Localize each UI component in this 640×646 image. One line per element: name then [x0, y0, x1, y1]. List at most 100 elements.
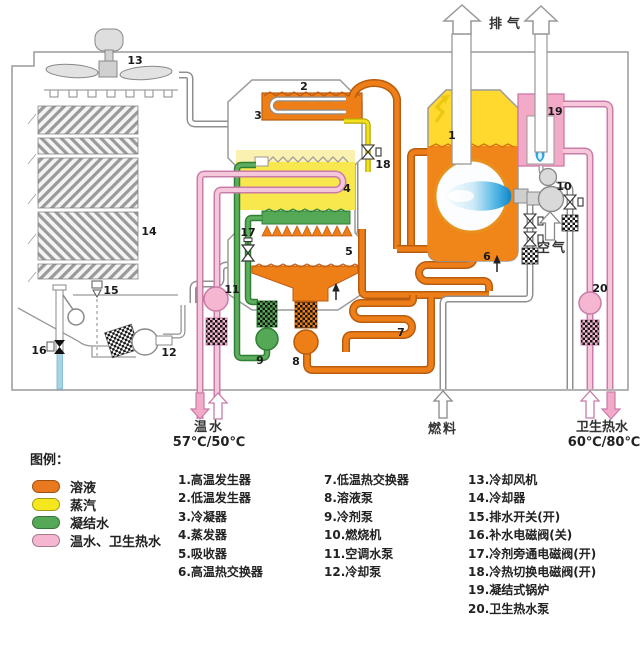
legend-swatch-solution	[32, 480, 60, 493]
high-temp-generator	[427, 89, 529, 262]
list-item: 9.冷剂泵	[324, 509, 373, 524]
flow-direction-arrows	[332, 254, 501, 300]
tower-vessel	[227, 79, 363, 311]
component-list-col3: 13.冷却风机 14.冷却器 15.排水开关(开) 16.补水电磁阀(关) 17…	[468, 471, 596, 618]
component-label-6: 6	[483, 250, 491, 263]
machine-enclosure-outline	[11, 51, 629, 391]
component-label-11: 11	[224, 283, 239, 296]
low-temp-generator	[261, 91, 363, 121]
spray-nozzle	[254, 156, 269, 167]
changeover-valve	[360, 144, 382, 160]
legend-swatch-steam	[32, 498, 60, 511]
fan-blade-right	[119, 65, 173, 81]
list-item: 2.低温发生器	[178, 491, 251, 506]
component-label-10: 10	[556, 180, 572, 193]
refrigerant-bypass-valve	[240, 237, 256, 262]
refrigerant-pump	[255, 327, 279, 351]
component-list-col2: 7.低温热交换器 8.溶液泵 9.冷剂泵 10.燃烧机 11.空调水泵 12.冷…	[324, 471, 409, 581]
exhaust-stack-main	[451, 33, 472, 165]
list-item: 19.凝结式锅炉	[468, 583, 550, 598]
list-item: 11.空调水泵	[324, 546, 394, 561]
solution-pump	[293, 329, 319, 355]
legend-label-water: 温水、卫生热水	[70, 535, 162, 550]
list-item: 20.卫生热水泵	[468, 601, 550, 616]
fan-blade-left	[45, 63, 99, 79]
hot-water-pump	[578, 291, 602, 346]
solution-strainer	[294, 301, 318, 329]
float-valve	[46, 284, 85, 390]
gas-filter	[561, 214, 579, 232]
cooling-fan	[45, 28, 173, 81]
evaporator	[236, 150, 355, 210]
absorber	[251, 225, 362, 302]
hot-water-in-arrow	[600, 391, 622, 420]
component-label-20: 20	[592, 282, 608, 295]
spray-header	[44, 89, 178, 98]
makeup-solenoid-valve	[46, 340, 65, 354]
chilled-water-pump	[203, 286, 229, 346]
legend-label-condensate: 凝结水	[70, 517, 110, 532]
component-label-19: 19	[547, 105, 562, 118]
exhaust-arrow-main	[442, 3, 482, 35]
hot-water-out-arrow	[579, 390, 601, 419]
water-basin	[17, 294, 178, 358]
boiler-drain-pump	[538, 166, 558, 187]
fuel-label: 燃料	[428, 421, 458, 437]
component-label-13: 13	[127, 54, 142, 67]
list-item: 6.高温热交换器	[178, 565, 263, 580]
component-label-18: 18	[375, 158, 390, 171]
refrigerant-circuit	[237, 165, 279, 358]
list-item: 16.补水电磁阀(关)	[468, 528, 573, 543]
legend-title: 图例：	[30, 453, 70, 468]
list-item: 8.溶液泵	[324, 491, 373, 506]
air-arrow	[538, 211, 562, 241]
fuel-arrow	[432, 390, 454, 419]
refrigerant-strainer	[256, 300, 278, 328]
warm-water-out-arrow	[189, 392, 211, 420]
component-label-12: 12	[161, 346, 176, 359]
fuel-filter	[521, 247, 539, 265]
list-item: 13.冷却风机	[468, 473, 538, 487]
legend-swatch-condensate	[32, 516, 60, 529]
list-item: 18.冷热切换电磁阀(开)	[468, 565, 597, 580]
list-item: 3.冷凝器	[178, 509, 227, 524]
component-label-14: 14	[141, 225, 157, 238]
component-label-5: 5	[345, 245, 353, 258]
warm-water-in-arrow	[207, 392, 229, 420]
legend-swatch-water	[32, 534, 60, 547]
list-item: 1.高温发生器	[178, 473, 251, 487]
low-temp-heat-exchanger	[346, 295, 413, 352]
component-label-4: 4	[343, 182, 351, 195]
burner-flame	[443, 181, 512, 211]
basin-strainer	[104, 323, 140, 359]
component-label-15: 15	[103, 284, 118, 297]
gas-valve	[562, 194, 584, 210]
legend-label-solution: 溶液	[70, 481, 97, 496]
cooling-pump	[131, 305, 183, 356]
component-label-7: 7	[397, 326, 405, 339]
sanitary-hot-water-label: 卫生热水	[576, 419, 629, 435]
list-item: 7.低温热交换器	[324, 473, 409, 487]
list-item: 4.蒸发器	[178, 528, 227, 543]
fresh-water-pipe	[56, 352, 63, 390]
sanitary-hot-water-temp: 60℃/80℃	[568, 435, 640, 450]
burner-unit	[526, 185, 565, 213]
list-item: 10.燃烧机	[324, 528, 382, 543]
component-label-3: 3	[254, 109, 262, 122]
component-label-16: 16	[31, 344, 47, 357]
component-label-9: 9	[256, 354, 264, 367]
exhaust-stack-boiler	[534, 33, 548, 153]
exhaust-arrow-boiler	[523, 4, 559, 35]
component-label-8: 8	[292, 355, 300, 368]
condensate-band	[261, 208, 351, 225]
air-label: 空气	[537, 240, 567, 256]
list-item: 5.吸收器	[178, 546, 227, 561]
warm-water-temp: 57℃/50℃	[173, 435, 245, 450]
component-list-col1: 1.高温发生器 2.低温发生器 3.冷凝器 4.蒸发器 5.吸收器 6.高温热交…	[178, 471, 263, 581]
exhaust-label: 排气	[489, 16, 525, 32]
burner-nozzle	[513, 188, 529, 204]
warm-water-label: 温水	[194, 419, 224, 435]
component-label-2: 2	[300, 80, 308, 93]
